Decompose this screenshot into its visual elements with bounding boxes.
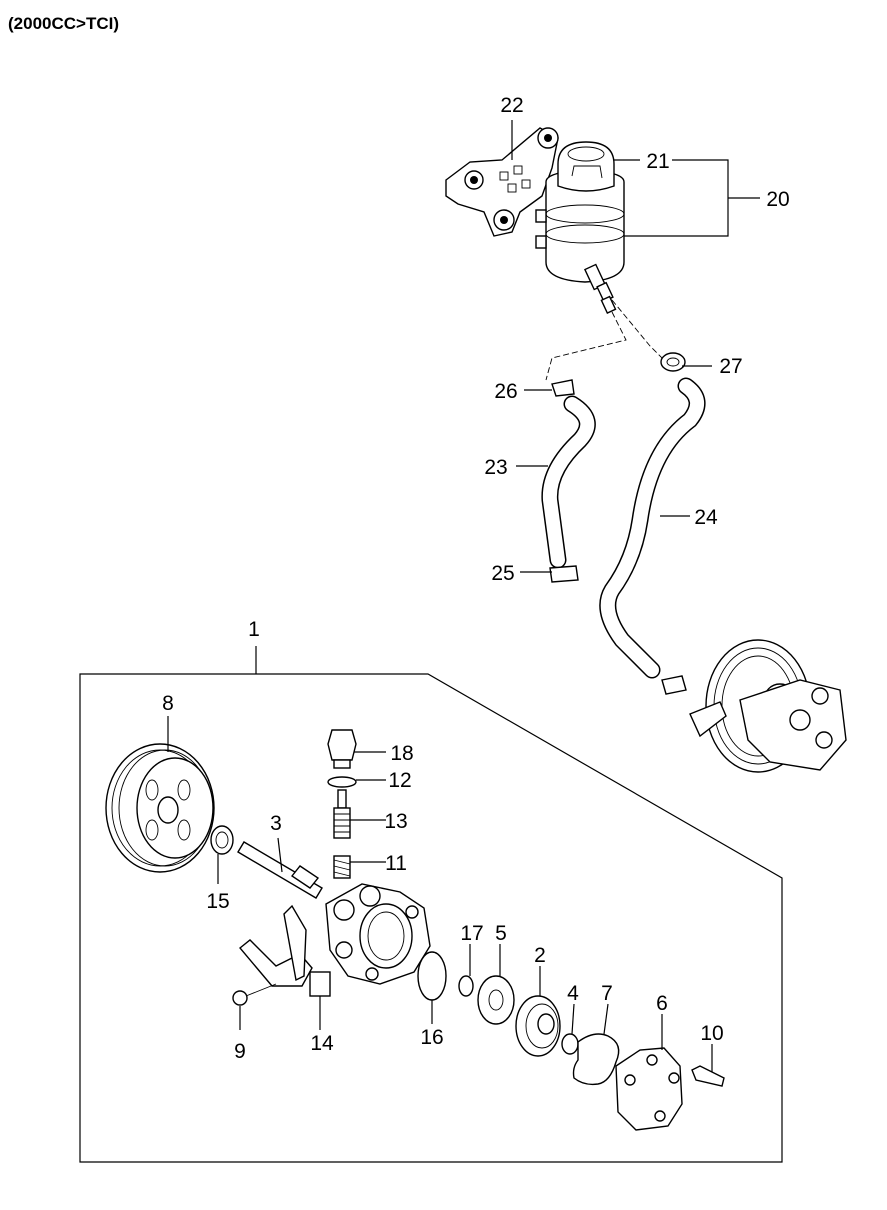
drive-shaft [237,841,323,899]
callout-21: 21 [646,150,669,173]
reservoir-outlet-fittings [583,263,617,314]
callout-3: 3 [270,812,282,835]
o-ring-4 [561,1033,579,1055]
callout-27: 27 [719,355,742,378]
dashed-line-return [545,311,627,381]
callout-14: 14 [310,1032,334,1055]
valve-spring [333,855,351,879]
callout-2: 2 [534,944,546,967]
pump-overview-illustration [661,639,847,773]
callout-numbers: 22 21 20 27 26 23 24 25 1 8 18 12 13 3 1… [162,94,790,1063]
cover-gasket [572,1033,620,1086]
callout-13: 13 [384,810,407,833]
o-ring-16 [417,951,447,1001]
callout-24: 24 [694,506,718,529]
callout-18: 18 [390,742,413,765]
callout-23: 23 [484,456,507,479]
callout-10: 10 [700,1022,723,1045]
bolt-10 [691,1065,725,1087]
callout-15: 15 [206,890,229,913]
hose-clamp-25 [549,565,579,583]
leader-lines [167,120,760,1072]
o-ring-12 [327,776,357,788]
callout-26: 26 [494,380,517,403]
cam-ring-rotor [515,995,561,1057]
pump-body [325,883,431,985]
rear-cover [615,1047,683,1131]
callout-1: 1 [248,618,260,641]
side-plate [477,975,515,1025]
hose-clamp-26 [551,379,575,397]
connector-fitting [327,729,357,769]
callout-8: 8 [162,692,174,715]
bolt-9 [232,983,277,1006]
supply-hose [600,379,704,677]
callout-6: 6 [656,992,668,1015]
suction-pipe [239,904,331,997]
pulley [105,743,215,873]
reservoir-cap [557,141,615,192]
flow-control-valve [333,789,351,839]
callout-9: 9 [234,1040,246,1063]
callout-5: 5 [495,922,507,945]
callout-20: 20 [766,188,789,211]
callout-12: 12 [388,769,411,792]
callout-7: 7 [601,982,613,1005]
hose-clamp-27 [660,352,686,372]
diagram-title: (2000CC>TCI) [8,14,120,33]
return-hose [542,397,595,567]
pump-assembly-boundary [79,673,783,1163]
callout-17: 17 [460,922,483,945]
callout-11: 11 [385,852,407,875]
oil-seal [210,825,234,855]
callout-25: 25 [491,562,514,585]
callout-22: 22 [500,94,523,117]
reservoir-bracket [445,127,559,237]
o-ring-17 [458,975,474,997]
callout-4: 4 [567,982,579,1005]
callout-16: 16 [420,1026,443,1049]
dashed-line-supply [611,299,671,367]
